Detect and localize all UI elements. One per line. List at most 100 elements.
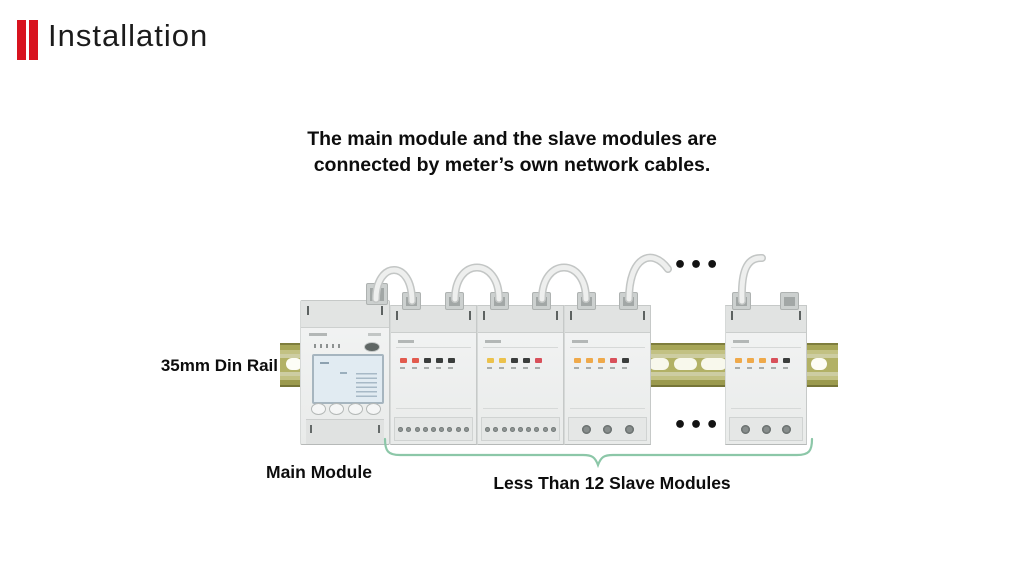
led-label-dash bbox=[448, 367, 453, 369]
terminal-screw bbox=[439, 426, 445, 432]
slave-module-2 bbox=[477, 305, 564, 445]
rj45-port bbox=[445, 292, 464, 310]
terminal-screw bbox=[603, 424, 612, 434]
main-module bbox=[300, 300, 390, 445]
status-led bbox=[783, 358, 790, 363]
led-label-dash bbox=[586, 367, 591, 369]
terminal-screw bbox=[781, 424, 791, 434]
din-rail-slot bbox=[674, 358, 697, 370]
din-rail-notch bbox=[811, 358, 827, 370]
status-led bbox=[436, 358, 443, 363]
led-label-dash bbox=[747, 367, 752, 369]
terminal-screw bbox=[624, 424, 634, 434]
panel-line bbox=[731, 347, 801, 348]
panel-button bbox=[365, 403, 381, 415]
status-led bbox=[759, 358, 766, 363]
panel-line bbox=[731, 408, 801, 409]
status-leds bbox=[735, 358, 790, 363]
brand-mark bbox=[572, 340, 588, 343]
rj45-port bbox=[366, 283, 388, 305]
led-labels bbox=[487, 367, 540, 369]
panel-line bbox=[570, 408, 645, 409]
terminal-screw bbox=[550, 426, 556, 432]
lcd-segment bbox=[320, 362, 329, 364]
status-leds bbox=[400, 358, 455, 363]
led-label-dash bbox=[735, 367, 740, 369]
status-led bbox=[771, 358, 778, 363]
status-led bbox=[610, 358, 617, 363]
terminal-screw bbox=[581, 424, 591, 434]
terminal-screw bbox=[414, 426, 420, 432]
terminal-screw bbox=[463, 426, 469, 432]
terminal-screw bbox=[542, 426, 548, 432]
title-accent-bar bbox=[17, 20, 26, 60]
main-module-label: Main Module bbox=[266, 462, 372, 482]
status-leds bbox=[574, 358, 629, 363]
led-label-dash bbox=[759, 367, 764, 369]
rj45-port bbox=[402, 292, 421, 310]
status-led bbox=[448, 358, 455, 363]
led-label-dash bbox=[598, 367, 603, 369]
intro-line-1: The main module and the slave modules ar… bbox=[307, 128, 717, 150]
led-label-dash bbox=[487, 367, 492, 369]
led-label-dash bbox=[511, 367, 516, 369]
main-module-base bbox=[306, 419, 384, 444]
lcd-digits bbox=[356, 373, 377, 397]
terminal-screw bbox=[517, 426, 523, 432]
din-rail-slot bbox=[701, 358, 727, 370]
rj45-port bbox=[577, 292, 596, 310]
terminal-screw bbox=[509, 426, 515, 432]
module-cap bbox=[726, 306, 806, 333]
led-label-dash bbox=[412, 367, 417, 369]
lcd-segment bbox=[340, 372, 347, 374]
brand-mark bbox=[733, 340, 749, 343]
rj45-port bbox=[490, 292, 509, 310]
terminal-screw bbox=[455, 426, 461, 432]
led-label-dash bbox=[783, 367, 788, 369]
led-labels bbox=[574, 367, 627, 369]
terminal-strip bbox=[729, 417, 803, 441]
ir-port bbox=[364, 342, 380, 352]
led-labels bbox=[735, 367, 788, 369]
intro-text: The main module and the slave modules ar… bbox=[0, 126, 1024, 178]
status-led bbox=[574, 358, 581, 363]
terminal-screw bbox=[447, 426, 453, 432]
rj45-port bbox=[780, 292, 799, 310]
terminal-screw bbox=[406, 426, 412, 432]
lcd-display bbox=[312, 354, 384, 404]
led-label-dash bbox=[523, 367, 528, 369]
slave-module-3 bbox=[564, 305, 651, 445]
module-cap bbox=[391, 306, 476, 333]
status-led bbox=[487, 358, 494, 363]
status-led bbox=[535, 358, 542, 363]
led-label-dash bbox=[499, 367, 504, 369]
terminal-screw bbox=[534, 426, 540, 432]
led-labels bbox=[400, 367, 453, 369]
terminal-strip bbox=[481, 417, 560, 441]
status-leds bbox=[487, 358, 542, 363]
panel-line bbox=[483, 347, 558, 348]
title-accent-bar bbox=[29, 20, 38, 60]
brand-mark bbox=[309, 333, 327, 336]
panel-line bbox=[570, 347, 645, 348]
panel-button bbox=[329, 403, 345, 415]
status-led bbox=[523, 358, 530, 363]
slave-module-last bbox=[725, 305, 807, 445]
din-rail-label: 35mm Din Rail bbox=[160, 356, 278, 375]
ellipsis-bottom: ••• bbox=[673, 413, 722, 438]
panel-line bbox=[396, 408, 471, 409]
status-led bbox=[511, 358, 518, 363]
status-led bbox=[499, 358, 506, 363]
led-label-dash bbox=[535, 367, 540, 369]
terminal-screw bbox=[430, 426, 436, 432]
led-label-dash bbox=[436, 367, 441, 369]
rj45-port bbox=[732, 292, 751, 310]
status-led bbox=[735, 358, 742, 363]
terminal-screw bbox=[761, 424, 771, 434]
panel-line bbox=[483, 408, 558, 409]
slave-modules-label: Less Than 12 Slave Modules bbox=[493, 473, 731, 493]
status-led bbox=[747, 358, 754, 363]
page-title: Installation bbox=[48, 18, 209, 53]
model-mark bbox=[368, 333, 381, 336]
